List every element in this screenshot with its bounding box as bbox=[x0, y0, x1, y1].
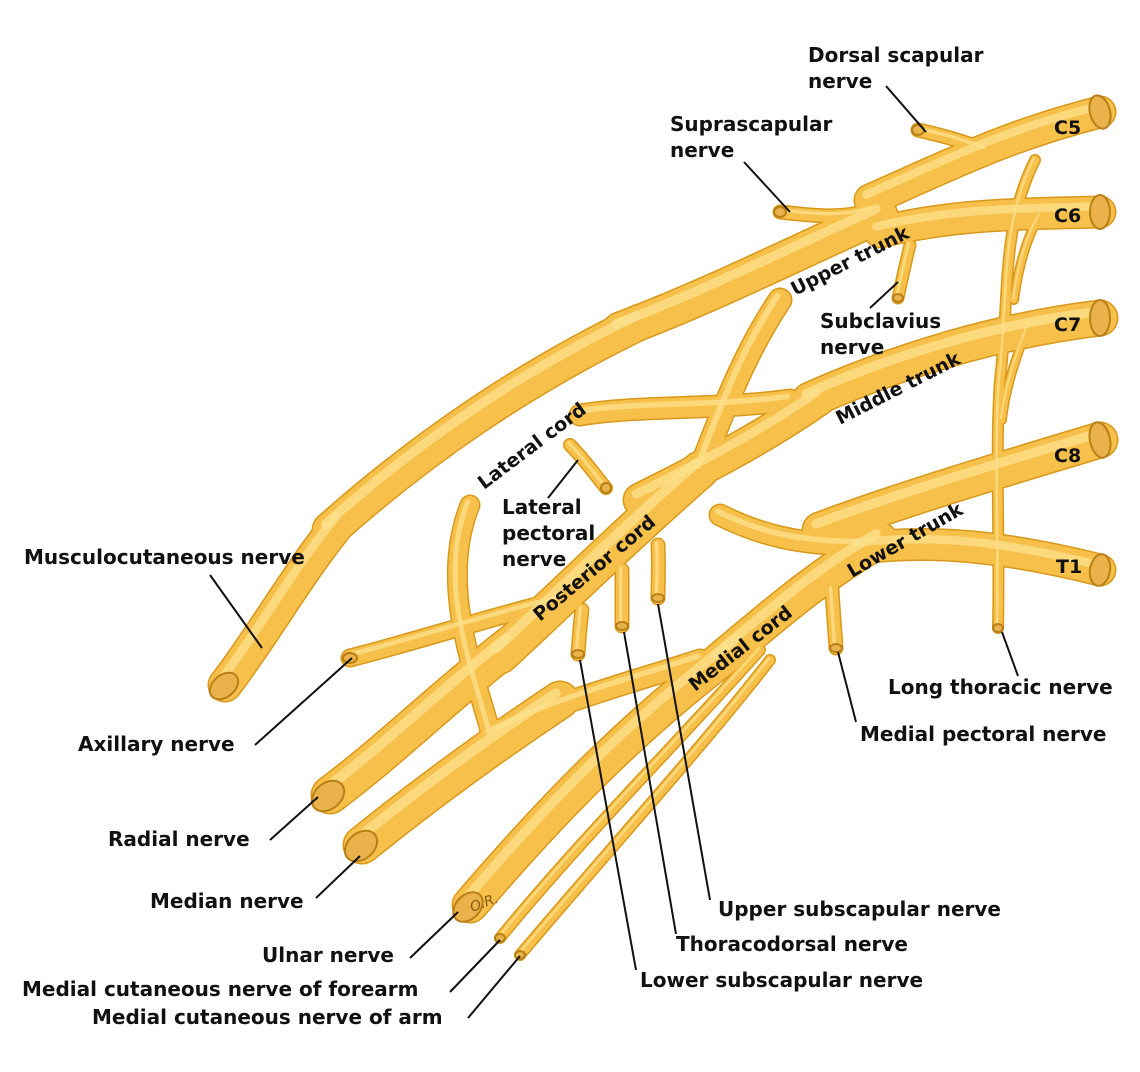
axillary-label: Axillary nerve bbox=[78, 732, 235, 756]
medial-pectoral-cut-end bbox=[830, 644, 842, 652]
med-cut-arm-label: Medial cutaneous nerve of arm bbox=[92, 1005, 443, 1029]
med-cut-forearm-label: Medial cutaneous nerve of forearm bbox=[22, 977, 418, 1001]
upper-subscapular-label: Upper subscapular nerve bbox=[718, 897, 1001, 921]
med-cut-arm-cut-end bbox=[515, 951, 525, 959]
median-label: Median nerve bbox=[150, 889, 304, 913]
root-label-c7: C7 bbox=[1054, 314, 1081, 336]
lower-subscapular-label: Lower subscapular nerve bbox=[640, 968, 923, 992]
upper-subscapular-cut-end bbox=[652, 594, 664, 602]
thoracodorsal-label: Thoracodorsal nerve bbox=[676, 932, 908, 956]
median-leader bbox=[316, 856, 360, 898]
root-label-t1: T1 bbox=[1056, 556, 1082, 578]
musculocutaneous-leader bbox=[210, 575, 262, 648]
thoracodorsal-cut-end bbox=[616, 622, 628, 630]
nerve-network bbox=[221, 107, 1100, 955]
subclavius-cut-end bbox=[893, 294, 903, 302]
med-cut-forearm-leader bbox=[450, 940, 500, 992]
subclavius-nerve bbox=[898, 245, 910, 298]
suprascapular-cut-end bbox=[774, 207, 786, 217]
medial-pectoral-leader bbox=[838, 652, 856, 722]
dorsal-scapular-leader bbox=[886, 86, 926, 132]
lateral-pectoral-leader bbox=[548, 460, 578, 498]
lateral-pectoral-cut-end bbox=[601, 483, 611, 493]
axillary-leader bbox=[255, 658, 352, 745]
root-label-c6: C6 bbox=[1054, 205, 1081, 227]
ulnar-leader bbox=[410, 912, 458, 958]
axillary-cut-end bbox=[343, 653, 357, 663]
root-label-c5: C5 bbox=[1054, 117, 1081, 139]
musculocutaneous-label: Musculocutaneous nerve bbox=[24, 545, 305, 569]
root-label-c8: C8 bbox=[1054, 445, 1081, 467]
lateral-cord bbox=[330, 322, 640, 530]
c6-cut-end bbox=[1090, 195, 1110, 229]
ulnar-label: Ulnar nerve bbox=[262, 943, 394, 967]
c7-cut-end bbox=[1090, 300, 1110, 336]
long-thoracic-leader bbox=[1002, 632, 1018, 676]
lower-subscapular-cut-end bbox=[572, 650, 584, 658]
suprascapular-label: Suprascapular nerve bbox=[670, 112, 839, 162]
musculocutaneous-nerve-highlight bbox=[221, 516, 336, 679]
suprascapular-leader bbox=[744, 162, 790, 212]
long-thoracic-label: Long thoracic nerve bbox=[888, 675, 1113, 699]
long-thoracic-cut-end bbox=[993, 624, 1003, 632]
medial-pectoral-label: Medial pectoral nerve bbox=[860, 722, 1106, 746]
dorsal-scapular-label: Dorsal scapular nerve bbox=[808, 43, 990, 93]
nerve-fills bbox=[225, 112, 1100, 955]
radial-leader bbox=[270, 797, 318, 840]
lower-subscapular-leader bbox=[580, 660, 636, 970]
radial-label: Radial nerve bbox=[108, 827, 250, 851]
